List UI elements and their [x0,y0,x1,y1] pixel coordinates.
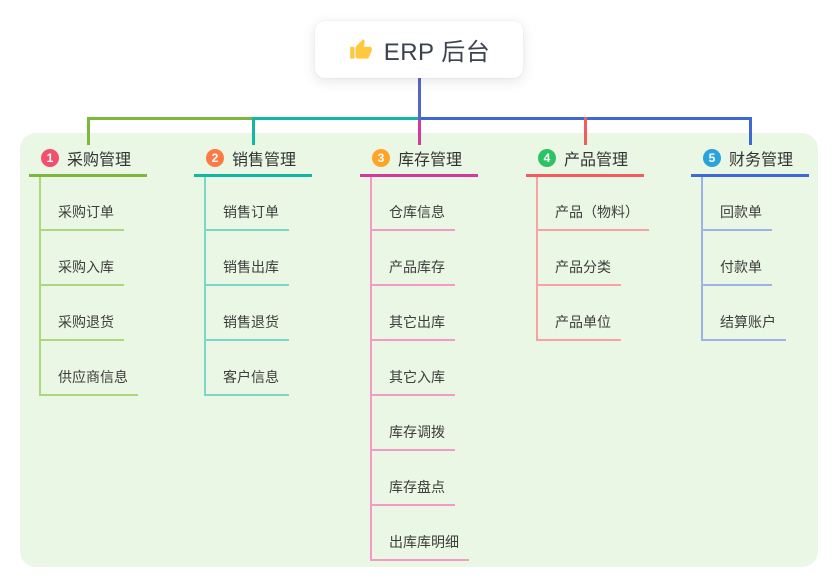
branch-drop-line [86,117,90,145]
root-title: ERP 后台 [383,39,491,66]
branch-column-2: 2 销售管理销售订单销售出库销售退货客户信息 [194,145,312,396]
root-drop-line [417,78,421,120]
child-node[interactable]: 其它入库 [372,341,478,396]
branch-drop-line [748,117,752,145]
child-node-label: 采购订单 [41,202,124,231]
branch-title-3[interactable]: 3 库存管理 [360,145,478,177]
child-node-label: 产品单位 [538,312,621,341]
branch-children: 销售订单销售出库销售退货客户信息 [204,177,312,396]
branch-column-3: 3 库存管理仓库信息产品库存其它出库其它入库库存调拨库存盘点出库库明细 [360,145,478,561]
thumbs-up-icon [348,37,374,63]
branch-drop-line [251,117,255,145]
bus-line-sales [253,117,421,120]
child-node[interactable]: 销售订单 [206,177,312,231]
child-node-label: 销售退货 [206,312,289,341]
child-node[interactable]: 产品库存 [372,231,478,286]
branch-column-1: 1 采购管理采购订单采购入库采购退货供应商信息 [29,145,147,396]
child-node[interactable]: 采购退货 [41,286,147,341]
branch-number-badge: 5 [703,149,721,167]
child-node-label: 客户信息 [206,367,289,396]
child-node[interactable]: 采购入库 [41,231,147,286]
branch-children: 仓库信息产品库存其它出库其它入库库存调拨库存盘点出库库明细 [370,177,478,561]
child-node[interactable]: 销售退货 [206,286,312,341]
child-node-label: 采购退货 [41,312,124,341]
child-node[interactable]: 产品分类 [538,231,644,286]
branch-children: 采购订单采购入库采购退货供应商信息 [39,177,147,396]
child-node[interactable]: 付款单 [703,231,809,286]
child-node-label: 其它出库 [372,312,455,341]
branch-title-label: 采购管理 [67,152,132,169]
branches-panel [20,133,818,567]
child-node-label: 供应商信息 [41,367,138,396]
child-node-label: 结算账户 [703,312,786,341]
branch-drop-line [583,117,587,145]
child-node[interactable]: 产品单位 [538,286,644,341]
child-node[interactable]: 库存盘点 [372,451,478,506]
branch-title-label: 产品管理 [564,152,629,169]
branch-number-badge: 1 [41,149,59,167]
child-node-label: 回款单 [703,202,772,231]
child-node-label: 产品（物料） [538,202,649,231]
child-node-label: 销售订单 [206,202,289,231]
bus-line-purchase [86,117,255,120]
child-node[interactable]: 出库库明细 [372,506,478,561]
branch-title-5[interactable]: 5 财务管理 [691,145,809,177]
child-node-label: 出库库明细 [372,532,469,561]
branch-column-4: 4 产品管理产品（物料） 产品分类产品单位 [526,145,649,341]
branch-number-badge: 2 [206,149,224,167]
child-node-label: 仓库信息 [372,202,455,231]
branch-title-label: 销售管理 [232,152,297,169]
branch-children: 回款单付款单结算账户 [701,177,809,341]
child-node[interactable]: 客户信息 [206,341,312,396]
child-node-label: 付款单 [703,257,772,286]
child-node-label: 采购入库 [41,257,124,286]
child-node-label: 产品库存 [372,257,455,286]
child-node[interactable]: 库存调拨 [372,396,478,451]
child-node-label: 产品分类 [538,257,621,286]
branch-title-label: 财务管理 [729,152,794,169]
child-node[interactable]: 仓库信息 [372,177,478,231]
branch-title-label: 库存管理 [398,152,463,169]
branch-children: 产品（物料） 产品分类产品单位 [536,177,649,341]
child-node-label: 销售出库 [206,257,289,286]
child-node[interactable]: 其它出库 [372,286,478,341]
branch-drop-line [417,120,421,145]
child-node[interactable]: 采购订单 [41,177,147,231]
child-node-label: 库存盘点 [372,477,455,506]
child-node[interactable]: 供应商信息 [41,341,147,396]
branch-title-2[interactable]: 2 销售管理 [194,145,312,177]
branch-column-5: 5 财务管理回款单付款单结算账户 [691,145,809,341]
branch-number-badge: 4 [538,149,556,167]
branch-title-4[interactable]: 4 产品管理 [526,145,644,177]
branch-title-1[interactable]: 1 采购管理 [29,145,147,177]
child-node[interactable]: 产品（物料） [538,177,649,231]
child-node[interactable]: 销售出库 [206,231,312,286]
child-node-label: 其它入库 [372,367,455,396]
branch-number-badge: 3 [372,149,390,167]
child-node-label: 库存调拨 [372,422,455,451]
child-node[interactable]: 回款单 [703,177,809,231]
child-node[interactable]: 结算账户 [703,286,809,341]
root-node[interactable]: ERP 后台 [315,21,523,78]
